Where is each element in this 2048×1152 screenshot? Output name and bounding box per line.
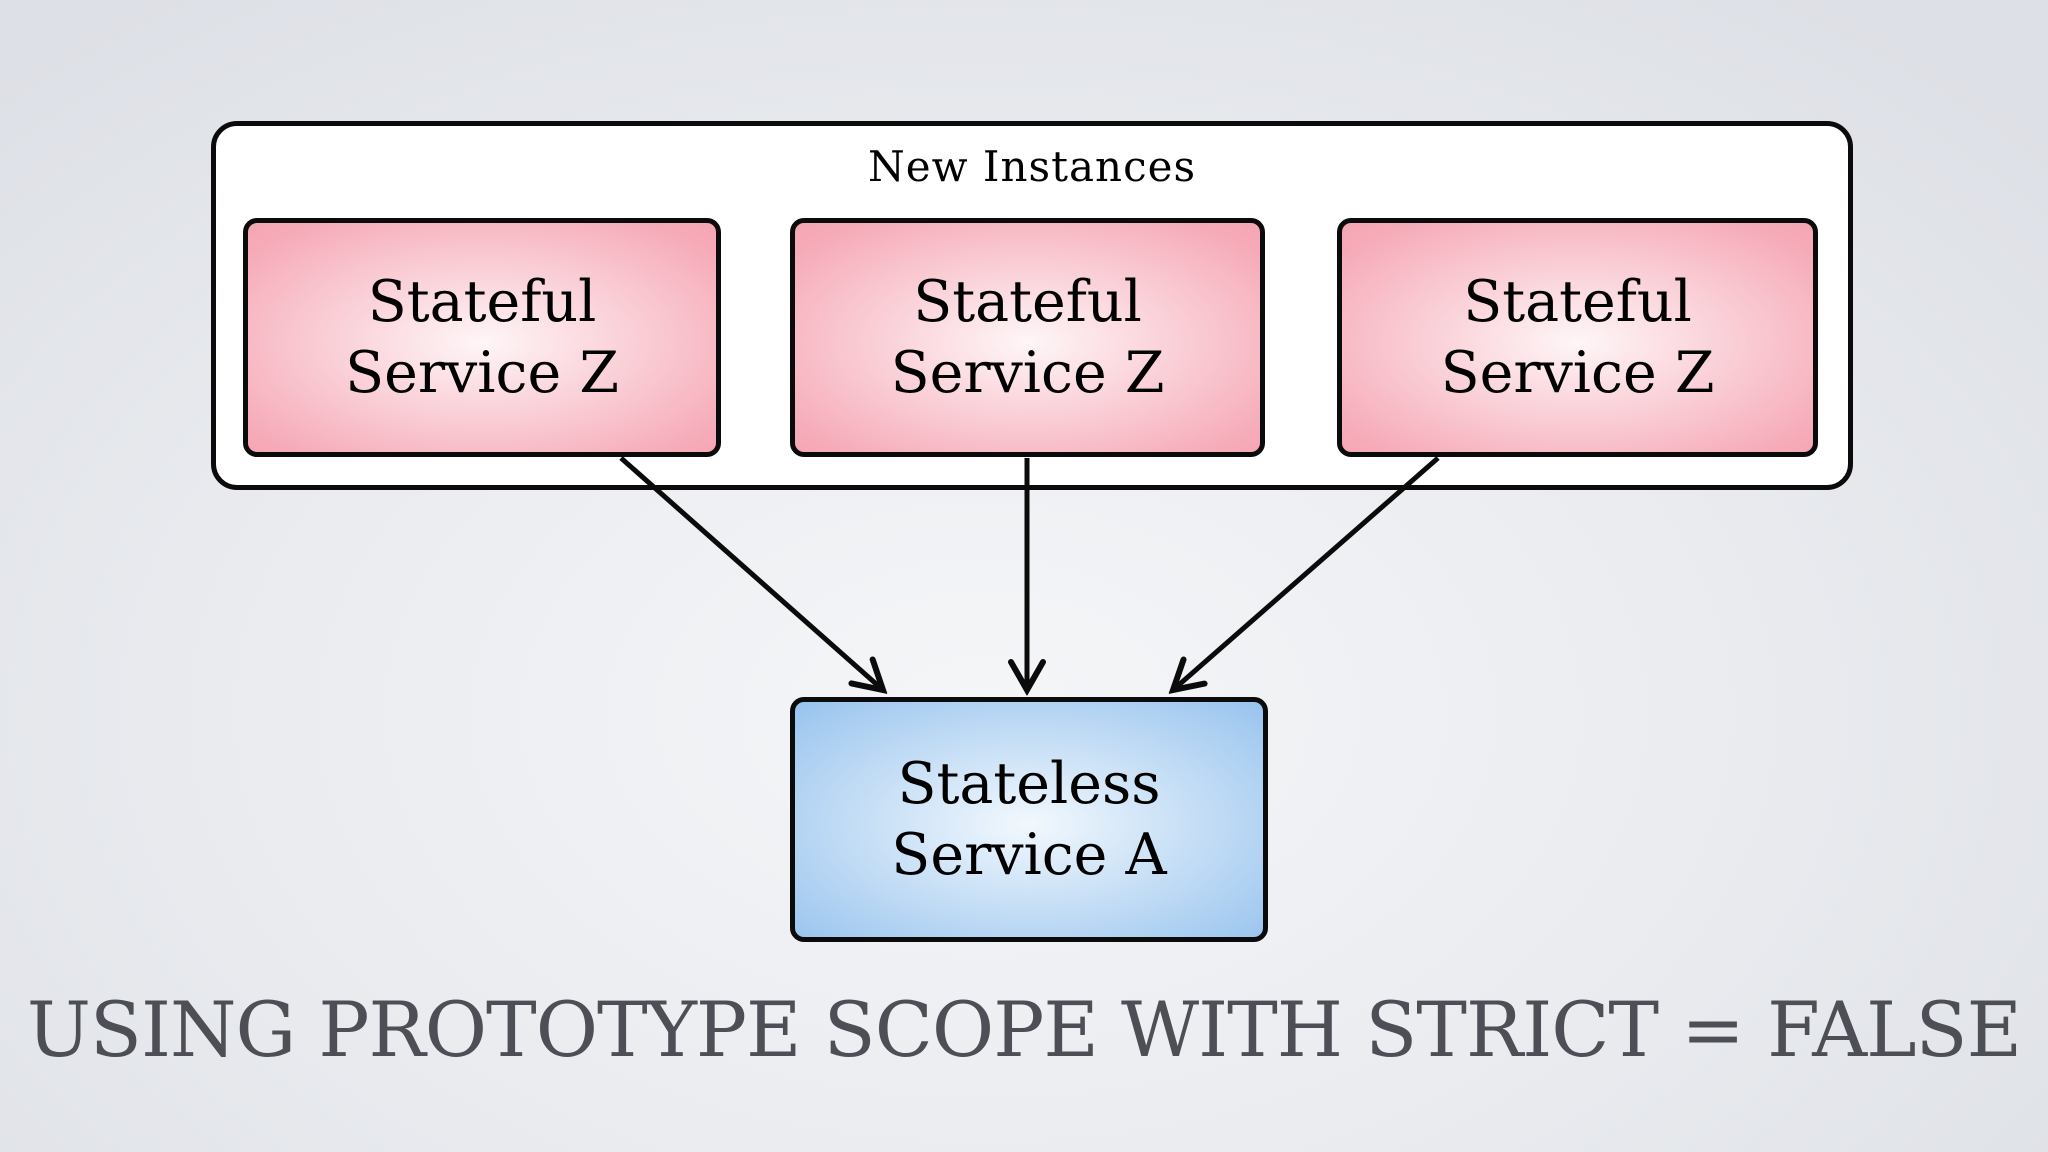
group-title: New Instances	[868, 142, 1196, 191]
caption: USING PROTOTYPE SCOPE WITH STRICT = FALS…	[26, 985, 2022, 1074]
stateless-service-node: Stateless Service A	[790, 697, 1268, 942]
stateful-service-node-1: Stateful Service Z	[243, 218, 721, 457]
node-label-line1: Stateless	[897, 750, 1161, 817]
node-label-line2: Service A	[891, 821, 1167, 888]
node-label-line1: Stateful	[367, 268, 597, 335]
node-label-line2: Service Z	[1440, 339, 1715, 406]
arrow-right-to-stateless	[1173, 456, 1440, 690]
stateful-service-node-2: Stateful Service Z	[790, 218, 1265, 457]
arrow-left-to-stateless	[619, 456, 883, 690]
node-label-line2: Service Z	[890, 339, 1165, 406]
node-label-line1: Stateful	[1463, 268, 1692, 335]
node-label-line1: Stateful	[913, 268, 1142, 335]
stateful-service-node-3: Stateful Service Z	[1337, 218, 1818, 457]
node-label-line2: Service Z	[345, 339, 619, 406]
